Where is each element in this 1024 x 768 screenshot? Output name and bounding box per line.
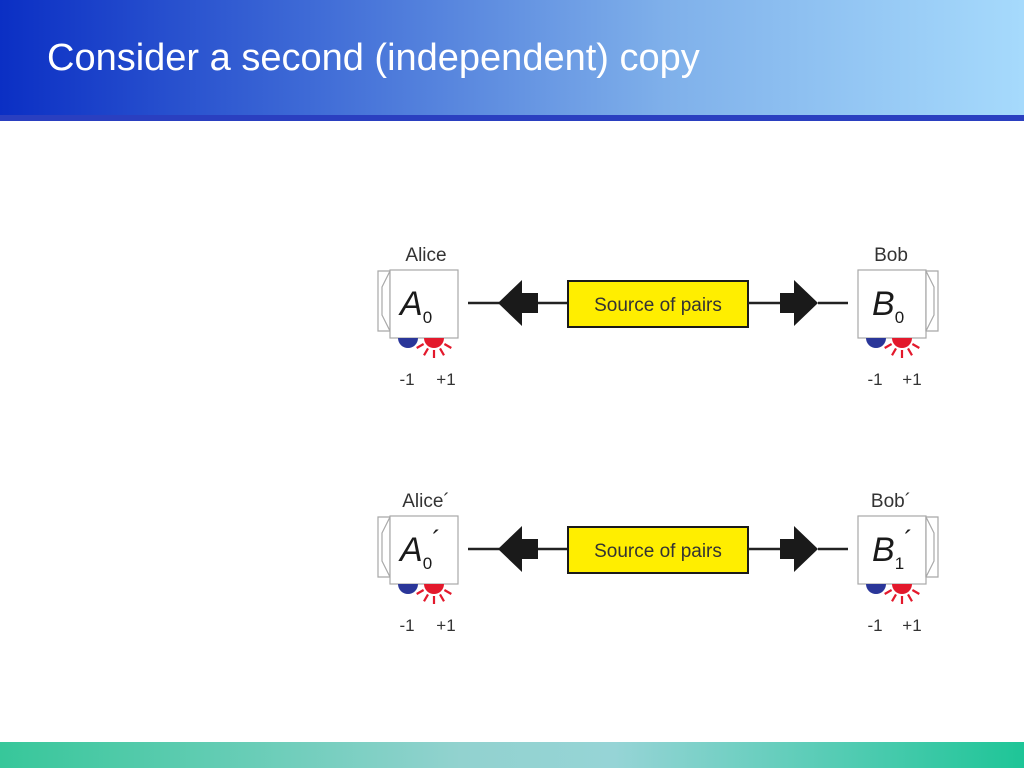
alice-setting-letter: A bbox=[398, 531, 423, 569]
alice-setting-index: 0 bbox=[423, 308, 432, 327]
bob-detector bbox=[857, 515, 939, 585]
outcome-plus-led bbox=[884, 584, 920, 604]
outcome-plus-led bbox=[416, 584, 452, 604]
bob-detector bbox=[857, 269, 939, 339]
alice-outcome-minus-label: -1 bbox=[399, 370, 414, 389]
outcome-plus-led bbox=[416, 338, 452, 358]
alice-setting-symbol: A0´ bbox=[398, 525, 441, 573]
header-rule bbox=[0, 115, 1024, 121]
source-of-pairs-label: Source of pairs bbox=[594, 295, 722, 316]
outcome-minus-led bbox=[398, 338, 418, 348]
outcome-minus-led bbox=[398, 584, 418, 594]
alice-setting-letter: A bbox=[398, 285, 423, 323]
bob-outcome-minus-label: -1 bbox=[867, 370, 882, 389]
bob-label: Bob´ bbox=[871, 491, 911, 512]
bob-setting-symbol: B1´ bbox=[872, 525, 913, 573]
bob-prime-mark: ´ bbox=[904, 525, 913, 555]
outcome-minus-led bbox=[866, 584, 886, 594]
outcome-plus-led bbox=[884, 338, 920, 358]
slide-header bbox=[0, 0, 1024, 115]
bob-outcome-minus-label: -1 bbox=[867, 616, 882, 635]
bob-setting-letter: B bbox=[872, 531, 895, 569]
alice-setting-index: 0 bbox=[423, 554, 432, 573]
bob-outcome-plus-label: +1 bbox=[902, 616, 921, 635]
slide-title: Consider a second (independent) copy bbox=[47, 37, 700, 79]
setup-row-2: Alice´Bob´A0´B1´Source of pairs-1+1-1+1 bbox=[377, 491, 939, 635]
bob-setting-index: 1 bbox=[895, 554, 904, 573]
bob-outcome-plus-label: +1 bbox=[902, 370, 921, 389]
alice-label: Alice bbox=[405, 245, 446, 266]
bob-setting-symbol: B0 bbox=[872, 285, 904, 327]
bob-label: Bob bbox=[874, 245, 908, 266]
alice-prime-mark: ´ bbox=[432, 525, 441, 555]
outcome-minus-led bbox=[866, 338, 886, 348]
alice-outcome-plus-label: +1 bbox=[436, 616, 455, 635]
bob-setting-letter: B bbox=[872, 285, 895, 323]
alice-outcome-minus-label: -1 bbox=[399, 616, 414, 635]
alice-outcome-plus-label: +1 bbox=[436, 370, 455, 389]
footer-bar bbox=[0, 742, 1024, 768]
source-of-pairs-label: Source of pairs bbox=[594, 541, 722, 562]
alice-setting-symbol: A0 bbox=[398, 285, 432, 327]
bob-setting-index: 0 bbox=[895, 308, 904, 327]
alice-label: Alice´ bbox=[402, 491, 450, 512]
